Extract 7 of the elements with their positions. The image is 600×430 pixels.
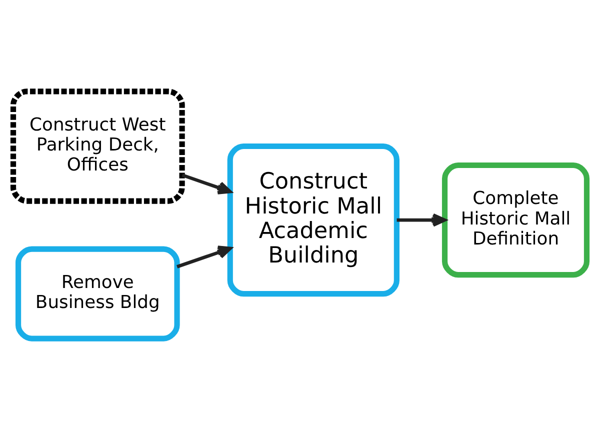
arrow (396, 213, 446, 227)
node-box: Remove Business Bldg (16, 246, 180, 342)
node-box: Construct Historic Mall Academic Building (227, 143, 400, 297)
node-box: Construct West Parking Deck, Offices (10, 88, 185, 204)
arrow (182, 174, 232, 194)
node-box: Complete Historic Mall Definition (442, 162, 590, 278)
arrow (176, 246, 232, 268)
